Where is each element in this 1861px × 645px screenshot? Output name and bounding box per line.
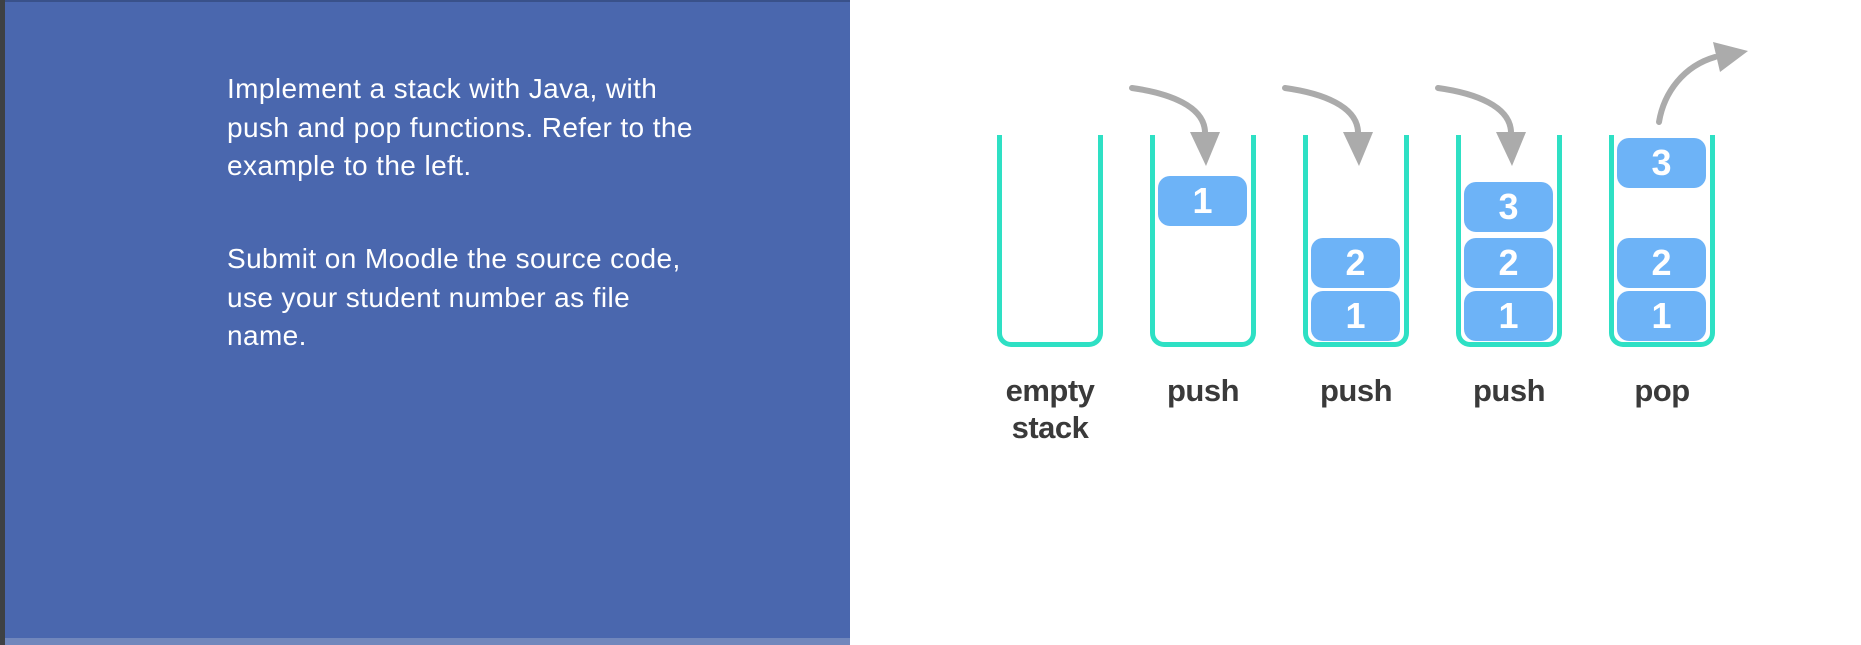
stage-label: push bbox=[1319, 373, 1393, 408]
pop-arrowhead-icon bbox=[1713, 42, 1748, 72]
stack-block: 2 bbox=[1464, 238, 1553, 288]
stack-block: 2 bbox=[1311, 238, 1400, 288]
stack-container bbox=[1150, 135, 1256, 347]
stack-block: 3 bbox=[1464, 182, 1553, 232]
stack-container bbox=[1303, 135, 1409, 347]
push-arrow bbox=[1129, 85, 1209, 137]
stack-block: 1 bbox=[1464, 291, 1553, 341]
stack-block: 3 bbox=[1617, 138, 1706, 188]
stack-block: 1 bbox=[1617, 291, 1706, 341]
panel-top-edge bbox=[5, 0, 850, 2]
stack-container bbox=[1609, 135, 1715, 347]
stack-block: 2 bbox=[1617, 238, 1706, 288]
stage-label: push bbox=[1166, 373, 1240, 408]
stage-label: pop bbox=[1634, 373, 1690, 408]
assignment-instructions: Implement a stack with Java, with push a… bbox=[227, 73, 693, 181]
stack-container bbox=[997, 135, 1103, 347]
assignment-panel: Implement a stack with Java, with push a… bbox=[5, 0, 850, 645]
stack-block: 1 bbox=[1311, 291, 1400, 341]
push-arrow bbox=[1282, 85, 1362, 137]
panel-bottom-edge bbox=[5, 638, 850, 645]
push-arrow bbox=[1435, 85, 1515, 137]
stage-label: empty stack bbox=[1005, 373, 1095, 445]
stack-block: 1 bbox=[1158, 176, 1247, 226]
slide-left-edge bbox=[0, 0, 5, 645]
stack-container bbox=[1456, 135, 1562, 347]
pop-arrow bbox=[1656, 54, 1718, 125]
stage-label: push bbox=[1472, 373, 1546, 408]
submission-instructions: Submit on Moodle the source code, use yo… bbox=[227, 243, 681, 351]
